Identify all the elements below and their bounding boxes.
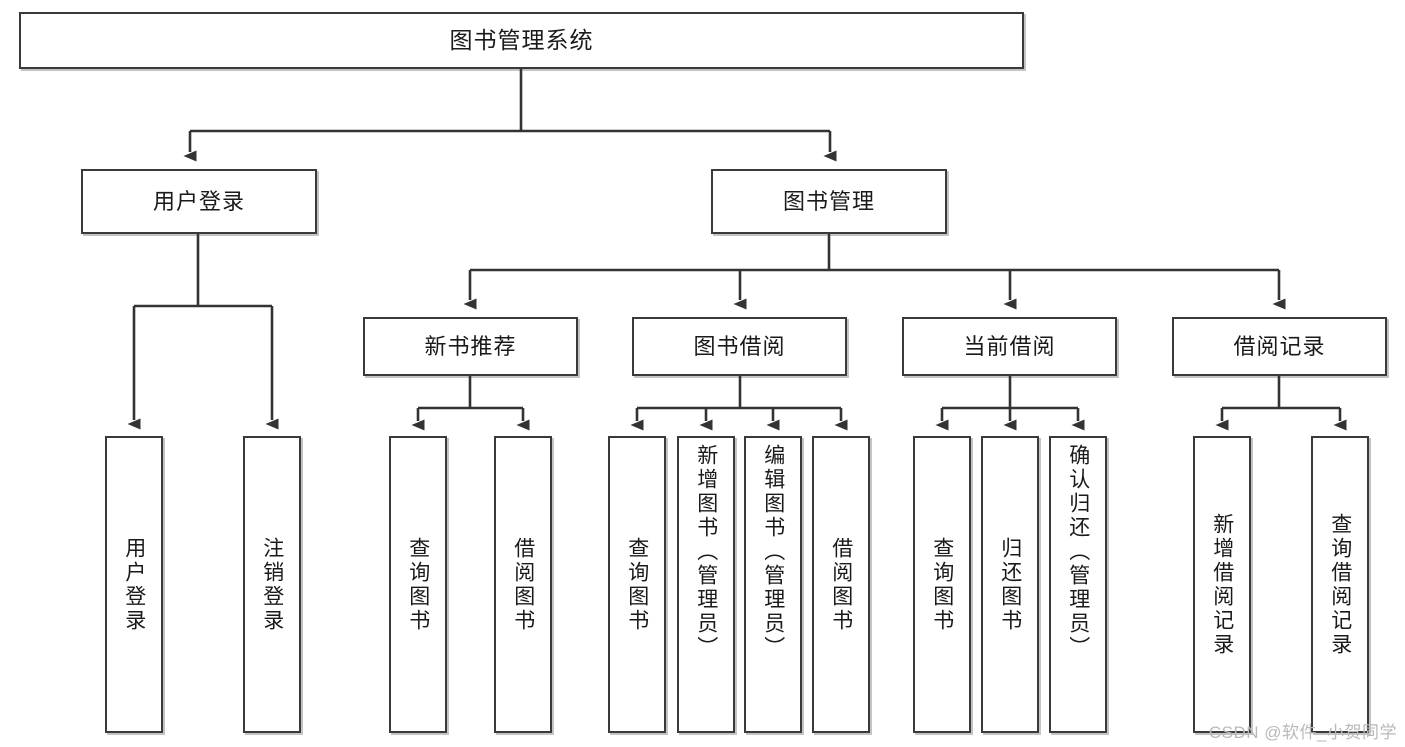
leaf-return-book-label: 归还图书 — [998, 536, 1022, 633]
leaf-logout-login[interactable]: 注销登录 — [243, 436, 301, 733]
node-user-login-label: 用户登录 — [152, 188, 245, 214]
leaf-add-book[interactable]: 新增图书（管理员） — [677, 436, 735, 733]
node-current-borrow[interactable]: 当前借阅 — [902, 317, 1117, 376]
leaf-user-login-label: 用户登录 — [122, 536, 146, 633]
leaf-add-record[interactable]: 新增借阅记录 — [1193, 436, 1251, 733]
leaf-confirm-return[interactable]: 确认归还（管理员） — [1049, 436, 1107, 733]
leaf-query-book-2-label: 查询图书 — [625, 536, 649, 633]
node-borrow-record[interactable]: 借阅记录 — [1172, 317, 1387, 376]
node-new-book-recommend[interactable]: 新书推荐 — [363, 317, 578, 376]
leaf-query-book-3[interactable]: 查询图书 — [913, 436, 971, 733]
leaf-borrow-book-1[interactable]: 借阅图书 — [494, 436, 552, 733]
leaf-borrow-book-1-label: 借阅图书 — [511, 536, 535, 633]
node-book-borrow-label: 图书借阅 — [693, 333, 786, 359]
node-borrow-record-label: 借阅记录 — [1233, 333, 1326, 359]
node-user-login[interactable]: 用户登录 — [81, 169, 317, 234]
leaf-borrow-book-2-label: 借阅图书 — [829, 536, 853, 633]
leaf-query-book-1-label: 查询图书 — [406, 536, 430, 633]
leaf-query-record-label: 查询借阅记录 — [1328, 512, 1352, 657]
leaf-query-book-1[interactable]: 查询图书 — [389, 436, 447, 733]
node-current-borrow-label: 当前借阅 — [963, 333, 1056, 359]
node-root[interactable]: 图书管理系统 — [19, 12, 1024, 69]
leaf-add-record-label: 新增借阅记录 — [1210, 512, 1234, 657]
leaf-return-book[interactable]: 归还图书 — [981, 436, 1039, 733]
leaf-borrow-book-2[interactable]: 借阅图书 — [812, 436, 870, 733]
leaf-user-login[interactable]: 用户登录 — [105, 436, 163, 733]
leaf-edit-book[interactable]: 编辑图书（管理员） — [744, 436, 802, 733]
node-book-borrow[interactable]: 图书借阅 — [632, 317, 847, 376]
leaf-edit-book-label: 编辑图书（管理员） — [761, 444, 785, 660]
leaf-query-record[interactable]: 查询借阅记录 — [1311, 436, 1369, 733]
node-new-book-recommend-label: 新书推荐 — [424, 333, 517, 359]
node-book-manage-label: 图书管理 — [782, 188, 875, 214]
node-book-manage[interactable]: 图书管理 — [711, 169, 947, 234]
leaf-confirm-return-label: 确认归还（管理员） — [1066, 444, 1090, 660]
leaf-query-book-2[interactable]: 查询图书 — [608, 436, 666, 733]
leaf-add-book-label: 新增图书（管理员） — [694, 444, 718, 660]
leaf-query-book-3-label: 查询图书 — [930, 536, 954, 633]
leaf-logout-login-label: 注销登录 — [260, 536, 284, 633]
csdn-watermark: CSDN @软件_小贺同学 — [1208, 723, 1397, 742]
node-root-label: 图书管理系统 — [449, 26, 594, 53]
